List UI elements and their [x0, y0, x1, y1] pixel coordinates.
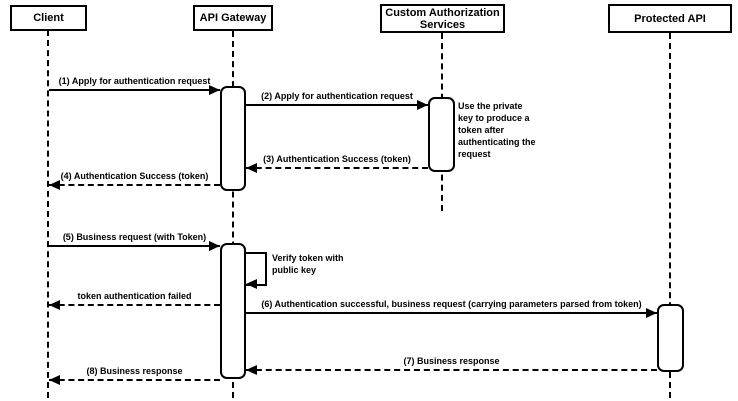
message-1-arrowhead: [209, 85, 220, 95]
message-3-label: (3) Authentication Success (token): [263, 154, 411, 164]
self-message-line-right: [265, 252, 267, 285]
activation-protected-api: [657, 304, 684, 372]
self-message-line-top: [246, 252, 267, 254]
message-7-arrowhead: [246, 365, 257, 375]
lifeline-api-gateway: [232, 31, 234, 398]
message-3-line: [246, 167, 428, 169]
activation-custom-auth: [428, 97, 455, 172]
message-7-label: (7) Business response: [403, 356, 500, 366]
lifeline-protected-api: [669, 33, 671, 398]
message-8-line: [49, 379, 220, 381]
message-failed-line: [49, 304, 220, 306]
actor-api-gateway-label: API Gateway: [199, 12, 267, 24]
message-5-label: (5) Business request (with Token): [62, 232, 207, 242]
message-2-line: [246, 104, 428, 106]
actor-client: Client: [10, 5, 87, 31]
lifeline-client: [47, 30, 49, 398]
actor-custom-auth-label: Custom Authorization Services: [385, 6, 500, 31]
message-3-arrowhead: [246, 163, 257, 173]
message-8-arrowhead: [49, 375, 60, 385]
message-failed-label: token authentication failed: [77, 291, 192, 301]
message-1-label: (1) Apply for authentication request: [58, 76, 211, 86]
message-5-line: [49, 245, 220, 247]
message-5-arrowhead: [209, 241, 220, 251]
actor-client-label: Client: [33, 12, 64, 24]
message-2-label: (2) Apply for authentication request: [261, 91, 413, 101]
self-message-label: Verify token with public key: [272, 253, 344, 275]
message-4-line: [49, 184, 220, 186]
message-4-arrowhead: [49, 180, 60, 190]
actor-custom-auth: Custom Authorization Services: [380, 4, 505, 33]
message-1-line: [49, 89, 220, 91]
message-2-arrowhead: [417, 100, 428, 110]
actor-protected-api: Protected API: [608, 4, 732, 33]
message-6-label: (6) Authentication successful, business …: [261, 299, 642, 309]
message-4-label: (4) Authentication Success (token): [60, 171, 209, 181]
actor-protected-api-label: Protected API: [634, 12, 706, 25]
message-failed-arrowhead: [49, 300, 60, 310]
activation-api-gateway-auth: [220, 86, 246, 191]
message-8-label: (8) Business response: [86, 366, 183, 376]
self-message-arrowhead: [246, 279, 257, 289]
actor-api-gateway: API Gateway: [193, 5, 273, 31]
activation-api-gateway-business: [220, 243, 246, 379]
message-6-line: [246, 312, 657, 314]
note-private-key: Use the private key to produce a token a…: [458, 101, 536, 159]
message-6-arrowhead: [646, 308, 657, 318]
message-7-line: [246, 369, 657, 371]
